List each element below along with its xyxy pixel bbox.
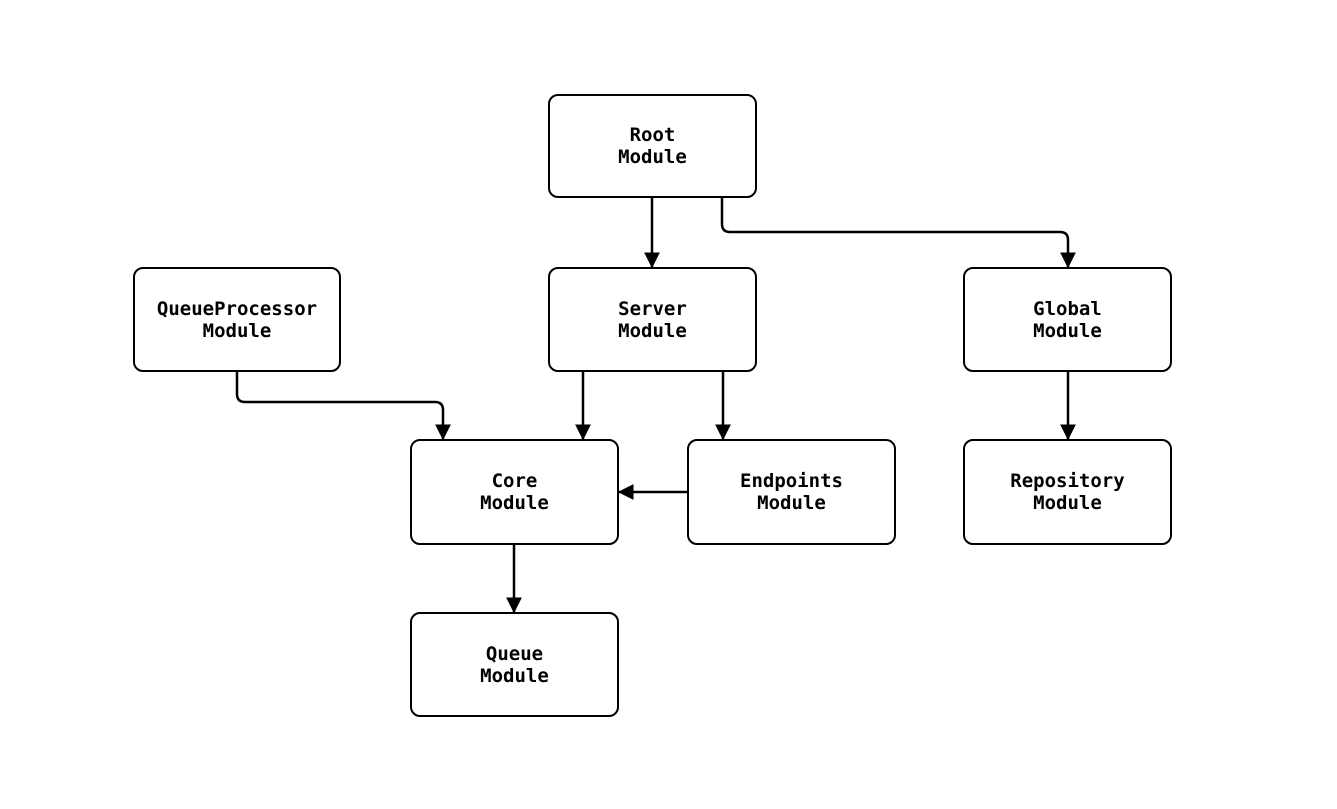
node-label-line2: Module [1033,492,1102,514]
node-label-line2: Module [1033,319,1102,342]
node-label-line1: Root [629,124,676,146]
node-label-line1: Server [618,297,687,320]
node-label-line2: Module [480,664,549,687]
node-label-line2: Module [757,492,826,514]
node-label-line2: Module [618,146,687,168]
edge-root-to-global [720,198,1076,269]
node-label-line2: Module [202,319,272,342]
node-label-line1: Queue [485,642,544,665]
node-label-line1: Endpoints [740,470,843,492]
edge-queueprocessor-to-core [235,372,451,441]
node-label-line1: QueueProcessor [156,297,318,320]
node-label-line1: Global [1033,297,1102,320]
node-label-line2: Module [618,319,687,342]
node-label-line1: Core [491,470,538,492]
node-label-line2: Module [480,492,549,514]
node-label-line1: Repository [1010,470,1125,492]
